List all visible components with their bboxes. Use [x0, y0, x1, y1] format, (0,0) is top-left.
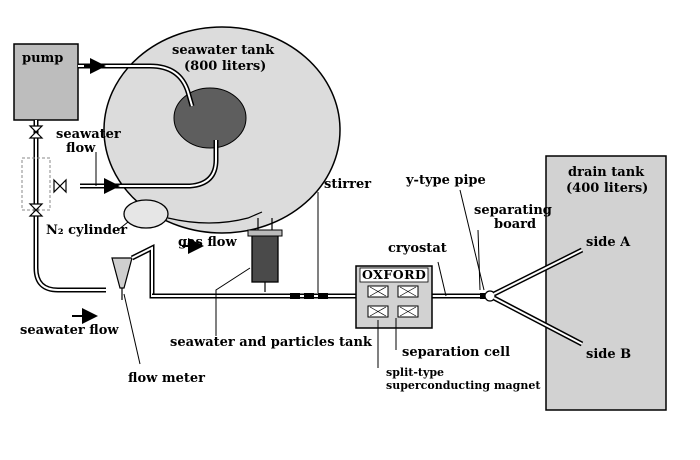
flow-meter	[111, 257, 133, 300]
label-magnet-line1: split-type	[386, 366, 444, 379]
label-side-a: side A	[586, 235, 631, 250]
label-n2-cylinder: N₂ cylinder	[46, 223, 127, 238]
label-seawater-tank-line2: (800 liters)	[184, 59, 266, 74]
oxford-logo-band	[359, 267, 429, 283]
seawater-tank-inner	[173, 87, 247, 149]
label-pump: pump	[22, 51, 63, 66]
label-magnet-line2: superconducting magnet	[386, 379, 541, 392]
leader-ypipe	[459, 189, 485, 291]
label-seawater-flow-bottom: seawater flow	[20, 323, 119, 338]
label-flow-meter: flow meter	[128, 371, 205, 386]
valve-upper	[28, 125, 44, 139]
pipe-flowmeter-loop	[130, 243, 240, 299]
leader-separating-board	[477, 229, 481, 291]
label-separating-board-line2: board	[494, 217, 536, 232]
leader-cryostat	[437, 261, 447, 297]
drain-tank	[545, 155, 667, 411]
leader-n2	[117, 221, 129, 231]
label-separation-cell: separation cell	[402, 345, 510, 360]
valve-lower	[28, 203, 44, 217]
pump	[13, 43, 79, 121]
leader-particles-tank	[215, 267, 251, 336]
valve-middle	[53, 178, 67, 194]
label-drain-tank-line2: (400 liters)	[566, 181, 648, 196]
label-separating-board-line1: separating	[474, 203, 552, 218]
label-seawater-flow-top-line2: flow	[66, 141, 96, 156]
stirrer	[290, 293, 328, 299]
label-seawater-flow-top-line1: seawater	[56, 127, 121, 142]
label-seawater-particles-tank: seawater and particles tank	[170, 335, 373, 350]
leader-flow-meter	[123, 293, 141, 365]
label-stirrer: stirrer	[324, 177, 371, 192]
label-seawater-tank-line1: seawater tank	[172, 43, 275, 58]
label-y-type-pipe: y-type pipe	[405, 173, 486, 188]
oxford-logo: OXFORD	[362, 267, 426, 282]
label-gas-flow: gas flow	[178, 235, 237, 250]
particles-tank	[247, 218, 283, 292]
gas-line	[167, 211, 263, 224]
n2-cylinder	[123, 199, 169, 229]
label-drain-tank-line1: drain tank	[568, 165, 645, 180]
label-cryostat: cryostat	[388, 241, 447, 256]
label-side-b: side B	[586, 347, 631, 362]
